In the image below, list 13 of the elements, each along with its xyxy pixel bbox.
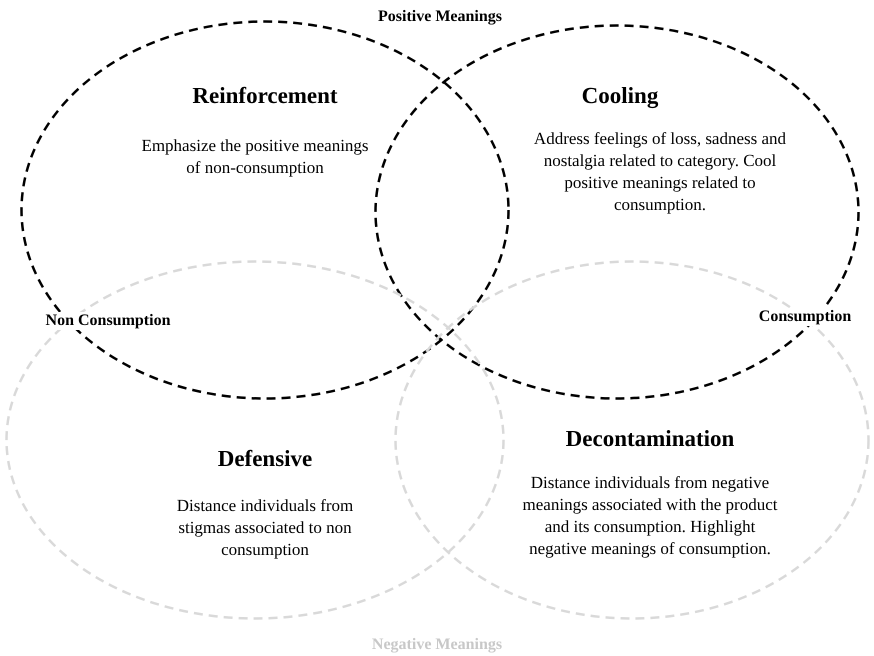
circle-description: Address feelings of loss, sadness and nostalgia related to category. Cool positive meanings related to consumption. [532, 128, 788, 216]
venn-ellipse [394, 260, 870, 620]
circle-heading: Reinforcement [192, 83, 338, 109]
circle-heading: Decontamination [566, 426, 734, 452]
venn-ellipse [374, 24, 860, 400]
venn-ellipse [5, 260, 505, 620]
circle-description: Emphasize the positive meanings of non-consumption [140, 135, 370, 180]
axis-label: Positive Meanings [375, 8, 505, 26]
circle-description: Distance individuals from negative meanings associated with the product and its consumption. Highlight negative meanings of consumption. [522, 472, 778, 560]
circle-description: Distance individuals from stigmas associated to non consumption [176, 495, 354, 562]
circle-heading: Defensive [218, 446, 312, 472]
axis-label: Non Consumption [42, 312, 174, 330]
circle-heading: Cooling [582, 83, 658, 109]
